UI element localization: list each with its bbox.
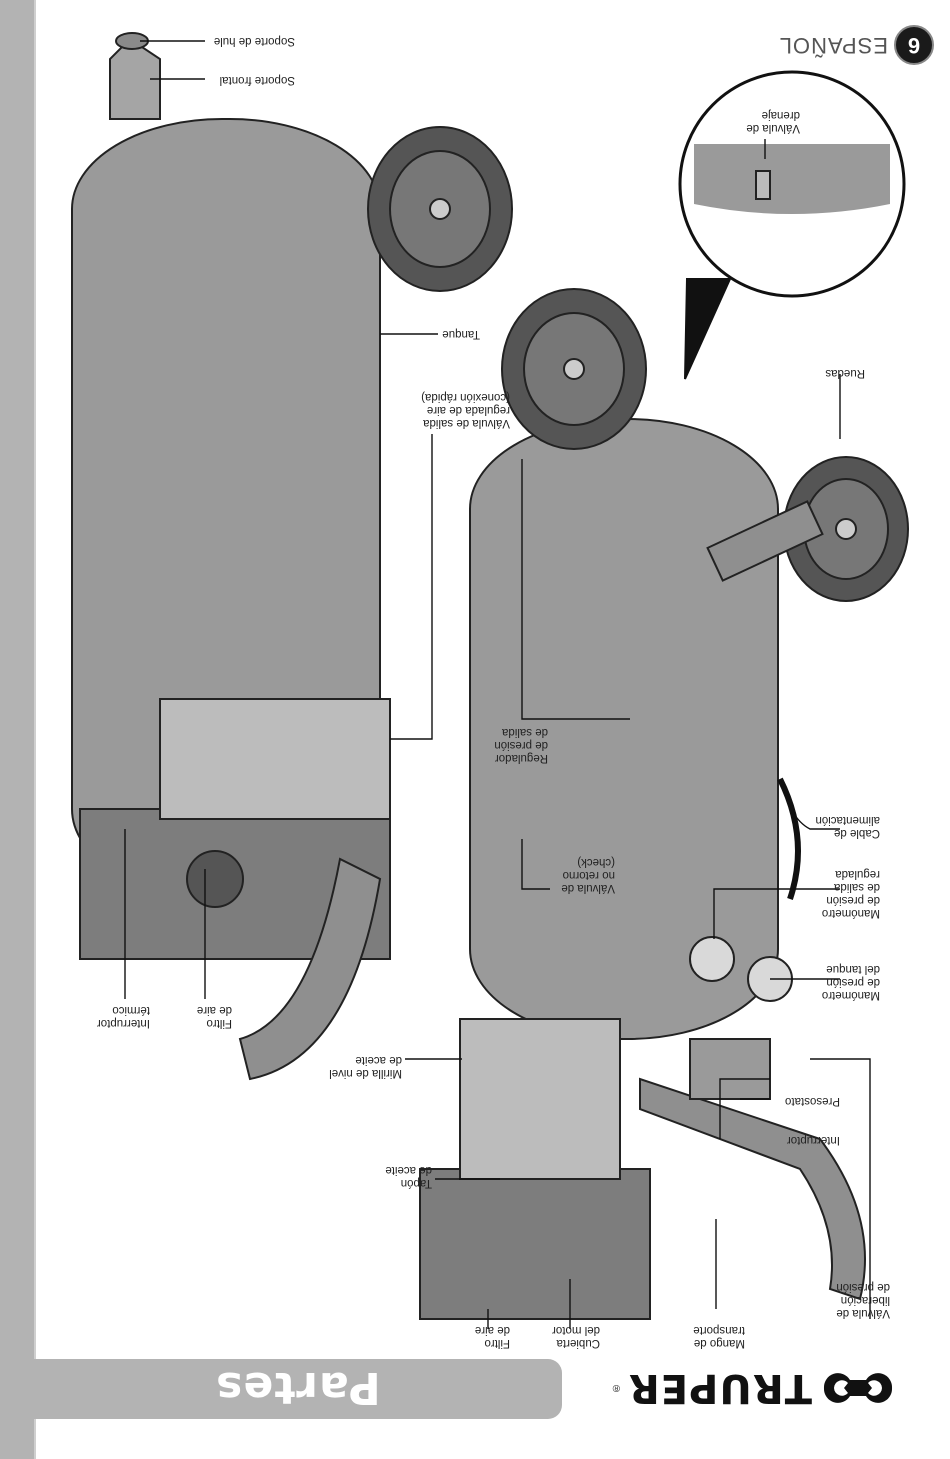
pressure-switch bbox=[689, 1038, 771, 1100]
drain-valve bbox=[755, 170, 771, 200]
label-tank-gauge: Manómetro de presión del tanque bbox=[821, 963, 880, 1001]
wheel-2 bbox=[501, 288, 647, 450]
label-drain-valve: Válvula de drenaje bbox=[746, 109, 800, 134]
label-pressure-release-valve: Válvula de liberación de presión bbox=[836, 1281, 890, 1319]
label-carry-handle: Mango de transporte bbox=[693, 1324, 745, 1349]
label-motor-cover: Cubierta del motor bbox=[552, 1324, 600, 1349]
handle-right bbox=[238, 857, 382, 1081]
label-tank: Tanque bbox=[442, 328, 480, 340]
truper-logo: TRUPER ® bbox=[613, 1365, 896, 1411]
pump-right bbox=[159, 698, 391, 820]
label-pressure-regulator: Regulador de presión de salida bbox=[494, 726, 548, 764]
label-switch: Interruptor bbox=[786, 1134, 840, 1146]
label-pressure-switch: Presostato bbox=[785, 1095, 840, 1107]
pump-left bbox=[459, 1018, 621, 1180]
truper-logo-icon bbox=[823, 1373, 893, 1403]
label-power-cable: Cable de alimentación bbox=[815, 814, 880, 839]
front-support bbox=[109, 37, 161, 120]
callout-pointer bbox=[684, 278, 732, 380]
air-filter-right bbox=[186, 850, 244, 908]
wheel-1 bbox=[367, 126, 513, 292]
label-oil-cap: Tapón de aceite bbox=[385, 1164, 432, 1189]
label-air-filter-2: Filtro de aire bbox=[474, 1324, 510, 1349]
label-check-valve: Válvula de no retorno (check) bbox=[561, 856, 615, 894]
gauge-outlet bbox=[689, 936, 735, 982]
power-cable bbox=[777, 777, 801, 900]
label-thermal-switch: Interruptor térmico bbox=[96, 1004, 150, 1029]
label-air-filter-1: Filtro de aire bbox=[196, 1004, 232, 1029]
handle-left bbox=[639, 1077, 866, 1301]
axle bbox=[706, 500, 824, 582]
label-front-support: Soporte frontal bbox=[219, 74, 295, 86]
wheel-3 bbox=[783, 456, 909, 602]
motor-cover-left bbox=[419, 1168, 651, 1320]
label-oil-sight-glass: Mirilla de nivel de aceite bbox=[329, 1054, 402, 1079]
label-outlet-valve: Válvula de salida regulada de aire (cone… bbox=[421, 391, 510, 429]
label-wheels: Ruedas bbox=[825, 367, 865, 379]
label-outlet-gauge: Manómetro de presión de salida regulada bbox=[821, 868, 880, 919]
label-rubber-support: Soporte de hule bbox=[213, 35, 295, 47]
